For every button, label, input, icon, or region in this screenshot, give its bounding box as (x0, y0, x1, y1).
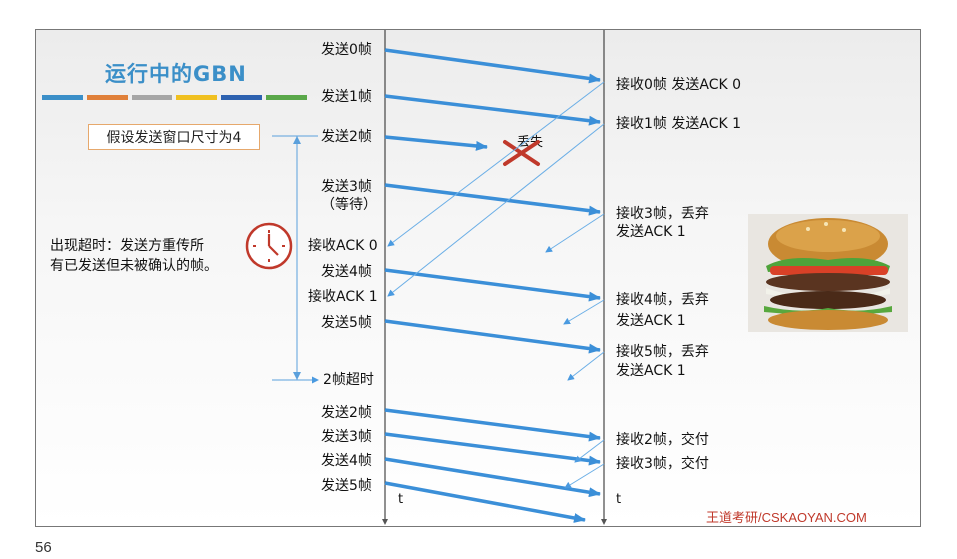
color-bar-segment (221, 95, 263, 100)
sender-label: 发送3帧 (321, 429, 372, 445)
color-bar-segment (42, 95, 83, 100)
slide-title: 运行中的GBN (105, 62, 247, 86)
color-bar (42, 95, 307, 100)
ack-0-arrow (387, 81, 605, 247)
sender-label: 发送4帧 (321, 453, 372, 469)
burger-image (748, 214, 908, 332)
clock-icon (245, 222, 293, 270)
frame-0-arrow (384, 48, 601, 84)
sender-label: 发送4帧 (321, 264, 372, 280)
receiver-label: 发送ACK 1 (616, 313, 686, 329)
lost-label: 丢失 (517, 135, 544, 150)
frame-1-arrow (384, 94, 601, 126)
sender-label: 发送2帧 (321, 405, 372, 421)
sender-label: 发送2帧 (321, 129, 372, 145)
color-bar-segment (131, 95, 173, 100)
ack-1-dup-arrow (563, 299, 605, 325)
ack-2-arrow (574, 439, 605, 463)
sender-label: 接收ACK 1 (308, 289, 378, 305)
receiver-label: 接收3帧，丢弃 (616, 206, 709, 222)
ack-3-arrow (564, 463, 605, 489)
sender-label: 发送3帧 (321, 179, 372, 195)
resend-frame-5-arrow (384, 481, 586, 523)
receiver-label: 接收1帧 发送ACK 1 (616, 116, 742, 132)
frame-2-lost-arrow (384, 135, 488, 151)
resend-frame-2-arrow (384, 408, 601, 442)
time-axis-label-receiver: t (616, 492, 622, 507)
sender-label: 发送5帧 (321, 315, 372, 331)
sender-label: 发送5帧 (321, 478, 372, 494)
receiver-label: 接收4帧，丢弃 (616, 292, 709, 308)
time-axis-label-sender: t (398, 492, 404, 507)
color-bar-segment (266, 95, 307, 100)
receiver-label: 接收5帧，丢弃 (616, 344, 709, 360)
loss-cross-icon (503, 140, 540, 166)
sender-label: 接收ACK 0 (308, 238, 378, 254)
receiver-label: 发送ACK 1 (616, 363, 686, 379)
ack-1-dup-arrow (545, 213, 605, 253)
ack-1-dup-arrow (567, 351, 605, 381)
color-bar-segment (176, 95, 218, 100)
color-bar-segment (86, 95, 128, 100)
receiver-label: 接收3帧，交付 (616, 456, 709, 472)
window-bracket-arrow-up (293, 136, 301, 144)
timeout-note: 出现超时：发送方重传所 有已发送但未被确认的帧。 (50, 238, 218, 274)
footer-brand: 王道考研/CSKAOYAN.COM (706, 510, 867, 525)
frame-4-arrow (384, 268, 601, 302)
page-number: 56 (35, 539, 52, 556)
sender-label: 发送0帧 (321, 42, 372, 58)
sender-label: 发送1帧 (321, 89, 372, 105)
ack-1-arrow (387, 123, 605, 297)
frame-3-arrow (384, 183, 601, 216)
receiver-label: 发送ACK 1 (616, 224, 686, 240)
frame-5-arrow (384, 319, 601, 354)
sender-label: 2帧超时 (323, 372, 374, 388)
window-bracket-arrow-down (293, 372, 301, 380)
resend-frame-3-arrow (384, 432, 601, 466)
receiver-label: 接收2帧，交付 (616, 432, 709, 448)
receiver-label: 接收0帧 发送ACK 0 (616, 77, 742, 93)
window-size-note: 假设发送窗口尺寸为4 (88, 124, 260, 150)
sender-label: （等待） (321, 197, 377, 213)
